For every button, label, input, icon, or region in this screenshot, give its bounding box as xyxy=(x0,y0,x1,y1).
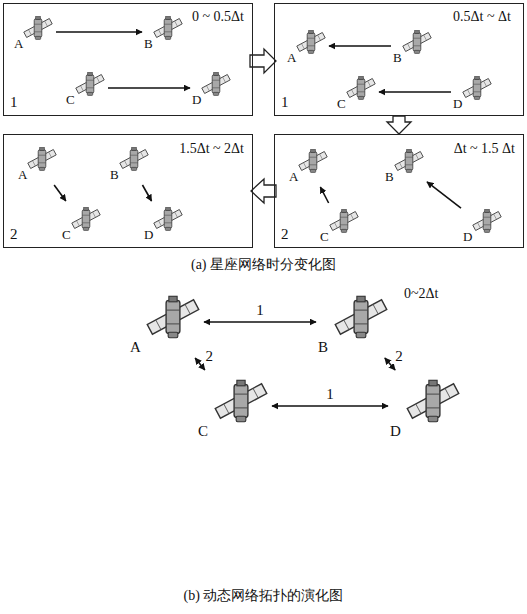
satellite-letter: C xyxy=(320,230,329,245)
satellite: A xyxy=(289,145,329,185)
slot-number: 2 xyxy=(281,226,289,243)
time-label: 0 ~ 0.5Δt xyxy=(192,9,244,25)
transfer-arrow xyxy=(54,185,66,201)
satellite-icon xyxy=(393,145,425,177)
link-number: 2 xyxy=(204,348,216,365)
satellite-letter: A xyxy=(18,168,27,183)
time-label: 0~2Δt xyxy=(404,286,438,302)
satellite-icon xyxy=(471,205,503,237)
satellite-icon xyxy=(144,288,202,346)
transfer-arrow xyxy=(329,45,391,47)
satellite-letter: B xyxy=(385,170,394,185)
figure-caption: (b) 动态网络拓扑的演化图 xyxy=(0,587,527,605)
satellite-letter: C xyxy=(198,423,208,440)
hollow-arrow xyxy=(387,116,411,134)
link-number: 1 xyxy=(254,302,266,319)
satellite: B xyxy=(110,143,150,183)
time-label: Δt ~ 1.5 Δt xyxy=(454,141,515,157)
satellite-icon xyxy=(332,288,390,346)
satellite-icon xyxy=(200,68,232,100)
satellite-icon xyxy=(22,12,54,44)
transfer-arrow xyxy=(427,182,461,208)
satellite-icon xyxy=(118,143,150,175)
satellite: B xyxy=(385,145,425,185)
slot-number: 1 xyxy=(281,94,289,111)
satellite-icon xyxy=(404,372,462,430)
satellite-icon xyxy=(295,26,327,58)
satellite-letter: A xyxy=(130,339,141,356)
satellite-icon xyxy=(70,203,102,235)
transfer-arrow xyxy=(379,91,451,93)
link-number: 1 xyxy=(324,386,336,403)
slot-number: 1 xyxy=(10,94,18,111)
figure-caption: (a) 星座网络时分变化图 xyxy=(0,256,527,274)
satellite: D xyxy=(463,205,503,245)
satellite-icon xyxy=(297,145,329,177)
link-number: 2 xyxy=(393,348,405,365)
satellite-icon xyxy=(461,72,493,104)
satellite-letter: C xyxy=(337,97,346,112)
satellite-icon xyxy=(152,12,184,44)
satellite: B xyxy=(144,12,184,52)
satellite: D xyxy=(453,72,493,112)
satellite-icon xyxy=(345,72,377,104)
satellite-letter: B xyxy=(110,168,119,183)
satellite-icon xyxy=(401,26,433,58)
satellite-letter: B xyxy=(393,51,402,66)
time-label: 1.5Δt ~ 2Δt xyxy=(179,141,244,157)
satellite-letter: A xyxy=(287,51,296,66)
satellite: C xyxy=(337,72,377,112)
satellite-letter: D xyxy=(144,228,153,243)
hollow-arrow xyxy=(251,179,276,203)
satellite-letter: D xyxy=(390,423,401,440)
time-slot-panel: 0.5Δt ~ Δt 1 A B C D xyxy=(274,3,524,116)
satellite-letter: C xyxy=(62,228,71,243)
satellite: C xyxy=(66,68,106,108)
transfer-arrow xyxy=(320,187,328,203)
satellite: C xyxy=(320,205,360,245)
time-slot-panel: Δt ~ 1.5 Δt 2 A B C D xyxy=(274,134,524,248)
satellite: D xyxy=(192,68,232,108)
satellite-icon xyxy=(152,203,184,235)
satellite: B xyxy=(318,288,390,356)
time-slot-panel: 1.5Δt ~ 2Δt 2 A B C D xyxy=(3,134,253,248)
satellite-letter: B xyxy=(318,339,328,356)
satellite-letter: D xyxy=(192,93,201,108)
satellite: B xyxy=(393,26,433,66)
satellite-icon xyxy=(212,372,270,430)
satellite: C xyxy=(62,203,102,243)
satellite: A xyxy=(18,143,58,183)
time-label: 0.5Δt ~ Δt xyxy=(453,9,515,25)
satellite-letter: A xyxy=(14,37,23,52)
satellite-letter: A xyxy=(289,170,298,185)
hollow-arrow xyxy=(250,49,276,73)
transfer-arrow xyxy=(142,185,151,201)
link-arrow xyxy=(204,321,316,323)
satellite-letter: C xyxy=(66,93,75,108)
satellite-icon xyxy=(26,143,58,175)
satellite-icon xyxy=(74,68,106,100)
transfer-arrow xyxy=(56,31,142,33)
satellite: D xyxy=(144,203,184,243)
satellite-letter: D xyxy=(463,230,472,245)
satellite: A xyxy=(14,12,54,52)
satellite-icon xyxy=(328,205,360,237)
transfer-arrow xyxy=(108,87,190,89)
satellite: D xyxy=(390,372,462,440)
slot-number: 2 xyxy=(10,226,18,243)
satellite-letter: D xyxy=(453,97,462,112)
satellite: A xyxy=(287,26,327,66)
satellite: C xyxy=(198,372,270,440)
link-arrow xyxy=(272,405,388,407)
satellite: A xyxy=(130,288,202,356)
satellite-letter: B xyxy=(144,37,153,52)
time-slot-panel: 0 ~ 0.5Δt 1 A B C D xyxy=(3,3,253,116)
